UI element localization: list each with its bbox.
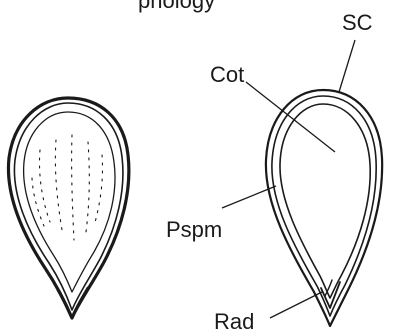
leader-line-cot (246, 82, 335, 152)
label-perisperm: Pspm (166, 219, 222, 241)
label-seed-coat: SC (342, 12, 373, 34)
whole-seed-outline-2 (14, 103, 123, 310)
leader-line-pspm (222, 186, 276, 208)
seed-hilum-tip (58, 288, 88, 318)
seed-surface-texture (32, 135, 103, 240)
leader-line-sc (339, 40, 355, 92)
label-radicle: Rad (214, 311, 254, 333)
label-cotyledon: Cot (210, 64, 244, 86)
seed-longitudinal-section (266, 90, 382, 326)
whole-seed-exterior (8, 98, 128, 318)
seed-coat-outer (266, 90, 382, 326)
leader-line-rad (270, 292, 322, 318)
